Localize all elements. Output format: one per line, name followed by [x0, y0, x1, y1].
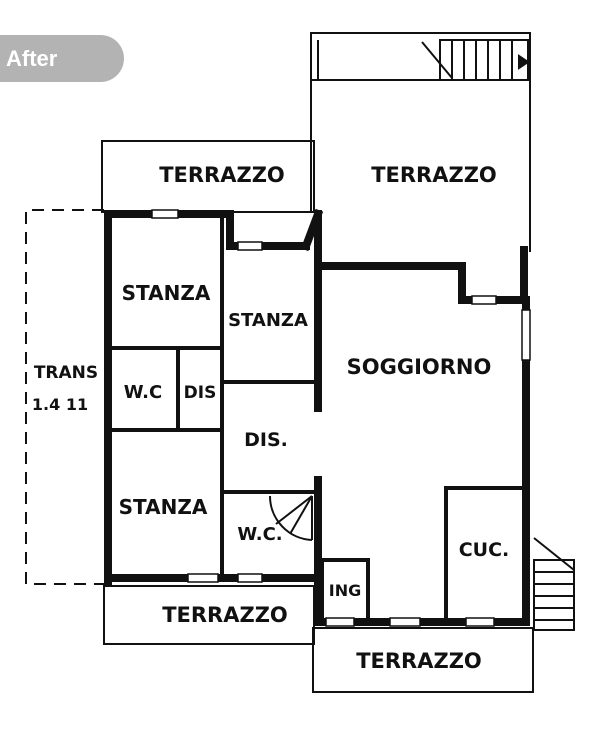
trans-dashed-boundary: [25, 209, 104, 585]
label-dis-center: DIS.: [244, 429, 288, 451]
after-badge: After: [0, 35, 124, 82]
label-cucina: CUC.: [459, 539, 510, 561]
door-swing: [268, 495, 313, 541]
label-ingresso: ING: [329, 581, 361, 600]
window-marks: [151, 209, 531, 627]
terrazzo-top-right-outline: [310, 32, 531, 252]
stairs-bottom: [533, 537, 575, 631]
label-dis-small: DIS: [184, 383, 217, 403]
stairs-top: [421, 39, 530, 81]
label-soggiorno: SOGGIORNO: [347, 355, 492, 379]
thin-outlines: [101, 32, 534, 693]
label-stanza-top: STANZA: [122, 281, 211, 305]
partitions: [112, 218, 526, 622]
label-trans-size: 1.4 11: [32, 395, 88, 414]
label-trans: TRANS: [34, 363, 98, 383]
label-terrazzo-bottom-right: TERRAZZO: [356, 649, 482, 673]
label-terrazzo-bottom-left: TERRAZZO: [162, 603, 288, 627]
label-wc-left: W.C: [124, 382, 162, 403]
terrazzo-bottom-right-outline: [312, 627, 534, 693]
label-wc-bottom: W.C.: [237, 524, 282, 545]
label-stanza-middle: STANZA: [228, 310, 308, 331]
label-stanza-bottom: STANZA: [119, 495, 208, 519]
label-terrazzo-top-left: TERRAZZO: [159, 163, 285, 187]
label-terrazzo-top-right: TERRAZZO: [371, 163, 497, 187]
